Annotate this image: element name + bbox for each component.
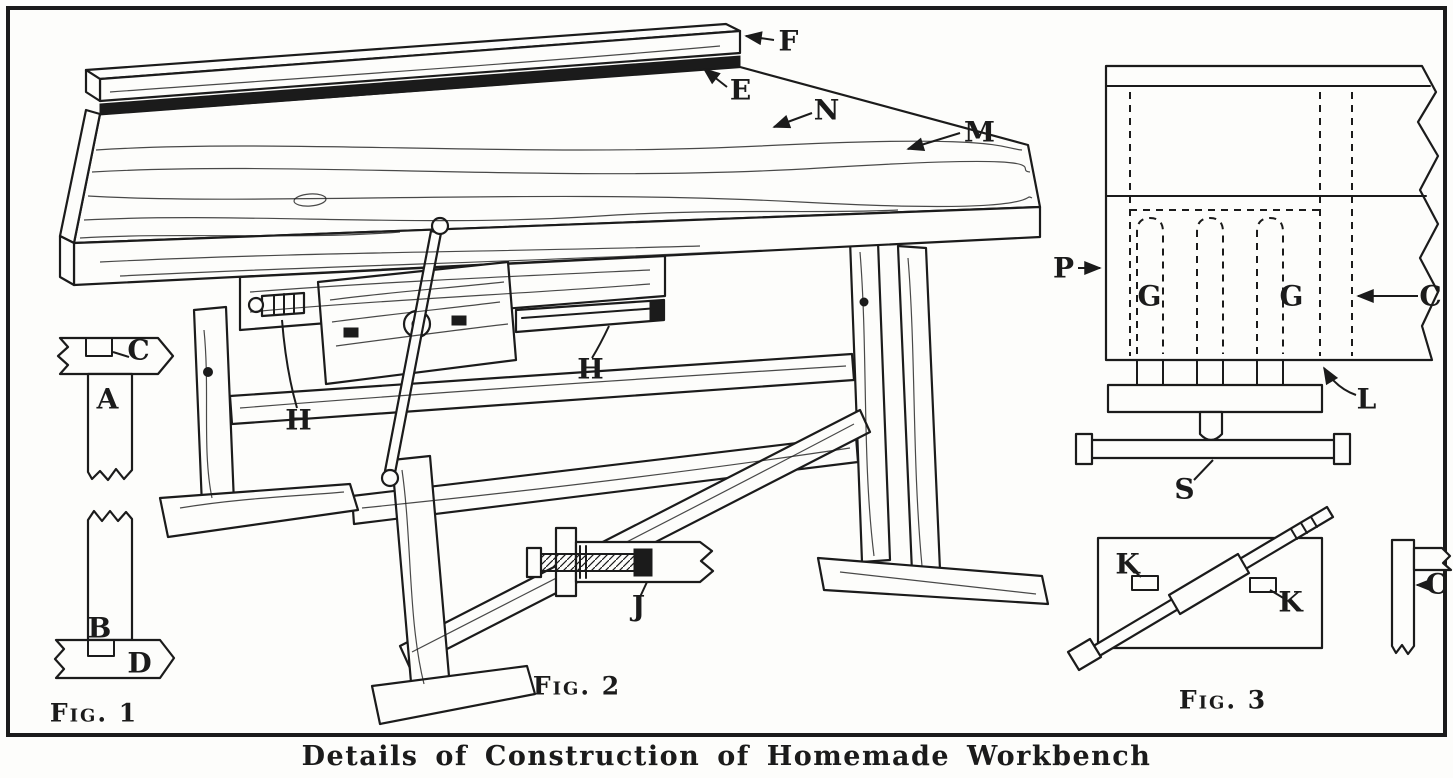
screw-knob	[1066, 637, 1103, 672]
label-k-upper: K	[1115, 547, 1141, 581]
bolt-nut	[633, 548, 653, 577]
label-f: F	[778, 24, 800, 58]
bolt-washer	[579, 545, 587, 579]
vise-handle	[380, 216, 450, 488]
label-a: A	[96, 382, 120, 416]
label-n: N	[813, 93, 841, 127]
label-h-left: H	[285, 403, 313, 437]
fig3-screw-detail	[1066, 505, 1453, 672]
key-block-lower	[1249, 577, 1277, 593]
corner-rail	[1412, 546, 1453, 572]
leader-line-j	[639, 581, 648, 598]
screw-threads	[1290, 516, 1318, 540]
fig1-mortise-c	[85, 337, 113, 357]
key-block-upper	[1131, 575, 1159, 591]
right-trestle	[816, 238, 1050, 606]
label-d: D	[127, 646, 153, 680]
fig1-leg-tenon-a	[86, 372, 134, 482]
backboard-end-cap	[84, 68, 102, 103]
label-m: M	[964, 115, 996, 149]
fig1-foot-rail	[53, 638, 176, 680]
plan-handle-bar	[1088, 438, 1338, 460]
label-g-left: G	[1137, 279, 1163, 313]
plan-handle-knob-left	[1074, 432, 1094, 466]
bolt-head	[525, 546, 543, 579]
label-b: B	[87, 611, 113, 645]
fig1-top-rail	[56, 336, 175, 376]
leader-arrow-f	[744, 31, 775, 46]
plan-front-jaw	[1106, 383, 1324, 414]
label-c3: C	[1425, 567, 1449, 601]
wood-grain	[79, 45, 1037, 685]
leader-arrow-m	[906, 132, 961, 152]
vise-screw-right	[514, 298, 666, 334]
leader-arrow-l	[1323, 366, 1357, 396]
caption: Details of Construction of Homemade Work…	[301, 741, 1152, 772]
leader-line-h-right	[591, 325, 610, 359]
label-e: E	[729, 73, 753, 107]
label-j: J	[631, 589, 647, 623]
leader-arrow-n	[772, 112, 813, 129]
diagonal-brace	[398, 408, 872, 670]
lower-stretcher-rail	[350, 434, 860, 526]
screw-sleeve	[1167, 552, 1251, 616]
bolt-dot-left	[203, 367, 213, 377]
plan-guide-slot-3	[1256, 216, 1284, 354]
fig2-bolt-detail	[525, 526, 715, 598]
plan-guide-rods	[1136, 359, 1284, 386]
leader-line-k2	[1269, 589, 1286, 600]
label-s: S	[1174, 472, 1196, 506]
plan-bench-top	[1104, 64, 1440, 362]
label-c1: C	[127, 333, 151, 367]
label-p: P	[1052, 251, 1076, 285]
leader-lines	[112, 31, 1433, 600]
tool-rest-strip	[99, 55, 741, 116]
plan-screw-hub	[1198, 410, 1224, 442]
label-g-right: G	[1279, 279, 1305, 313]
leader-line-h-left	[281, 319, 298, 409]
plan-handle-knob-right	[1332, 432, 1352, 466]
leader-line-c1	[112, 351, 130, 358]
label-h-right: H	[577, 352, 605, 386]
fig1-title: Fig. 1	[49, 698, 139, 728]
fig3-title: Fig. 3	[1178, 685, 1268, 715]
fig3-vise-plan	[1074, 64, 1440, 466]
leader-line-s	[1193, 459, 1214, 481]
bolt-dot-right	[859, 297, 869, 307]
label-c2: C	[1419, 279, 1443, 313]
leader-line-k1	[1133, 570, 1142, 578]
workbench-perspective	[58, 22, 1050, 726]
label-l: L	[1356, 382, 1378, 416]
bench-top-left-end-lower	[58, 234, 76, 287]
corner-post	[1390, 538, 1416, 656]
label-k-lower: K	[1278, 585, 1304, 619]
leader-arrow-e	[702, 67, 728, 88]
plan-guide-slot-2	[1196, 216, 1224, 354]
plan-guide-slot-1	[1136, 216, 1164, 354]
border-frame	[6, 6, 1447, 737]
fig1-mortise-d	[87, 639, 115, 657]
fig1-joint-details	[53, 336, 176, 680]
fig2-title: Fig. 2	[532, 671, 622, 701]
